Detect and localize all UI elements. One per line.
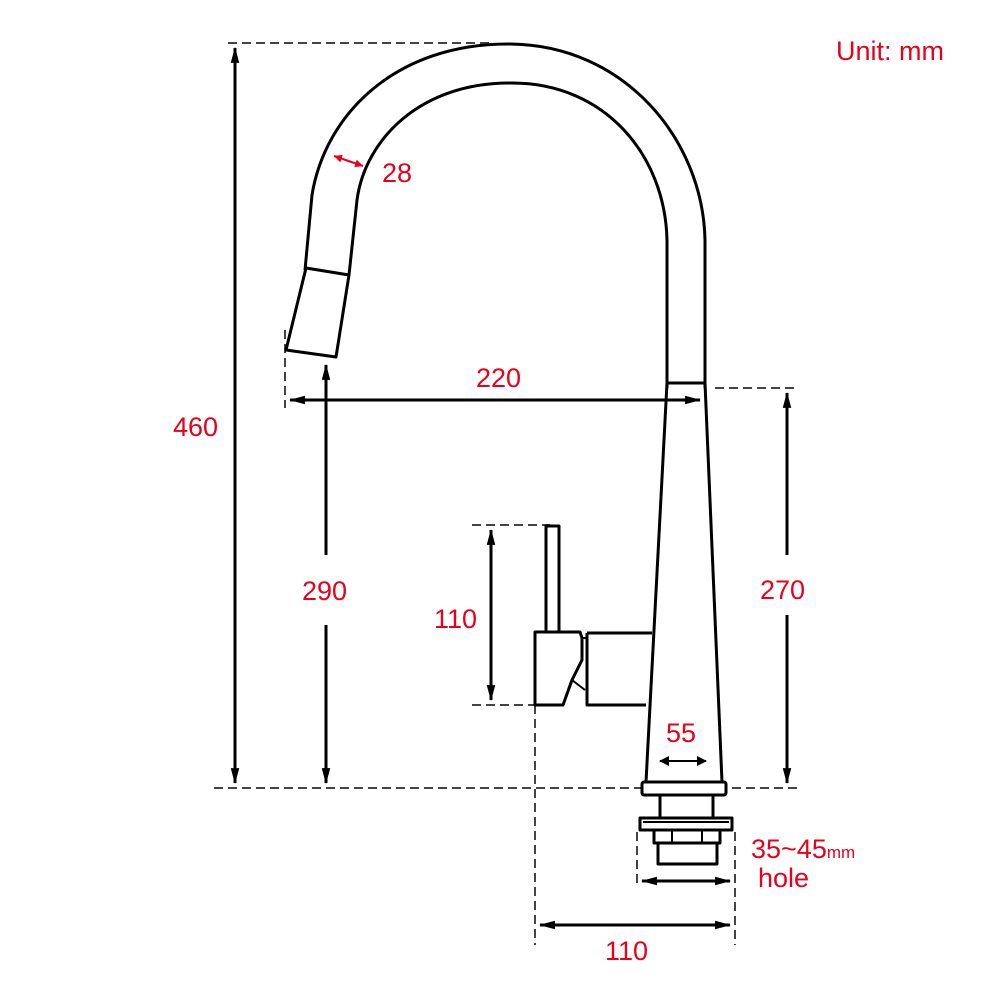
hole-caption: hole	[758, 863, 810, 893]
handle-lever	[544, 524, 561, 634]
threaded-shank	[656, 841, 719, 866]
dim-290-label: 290	[302, 576, 348, 606]
dim-220-label: 220	[476, 363, 522, 393]
faucet-body	[644, 382, 724, 783]
dim-460-label: 460	[173, 412, 219, 442]
dim-110-handle-label: 110	[434, 604, 478, 634]
hole-size-value: 35~45	[751, 834, 827, 864]
hole-size-unit: mm	[826, 843, 856, 862]
dim-28-label: 28	[382, 158, 413, 188]
spout-outer	[303, 42, 707, 388]
unit-label: Unit: mm	[836, 36, 944, 66]
dimension-lines	[230, 46, 792, 930]
spray-head	[284, 266, 351, 359]
dim-110-base-label: 110	[605, 936, 649, 966]
base-collar	[640, 780, 728, 797]
dim-270-label: 270	[760, 575, 806, 605]
dashed-guides	[214, 42, 800, 945]
mounting-nut	[652, 828, 722, 845]
dim-55-label: 55	[666, 718, 697, 748]
faucet-outline	[284, 42, 734, 866]
dim-28-line	[333, 154, 364, 168]
mounting-hole-label: 35~45mm hole	[751, 836, 855, 892]
handle-block	[533, 630, 584, 707]
mounting-washer	[638, 816, 734, 832]
spout-inner	[347, 81, 669, 388]
cartridge-housing	[585, 631, 652, 707]
